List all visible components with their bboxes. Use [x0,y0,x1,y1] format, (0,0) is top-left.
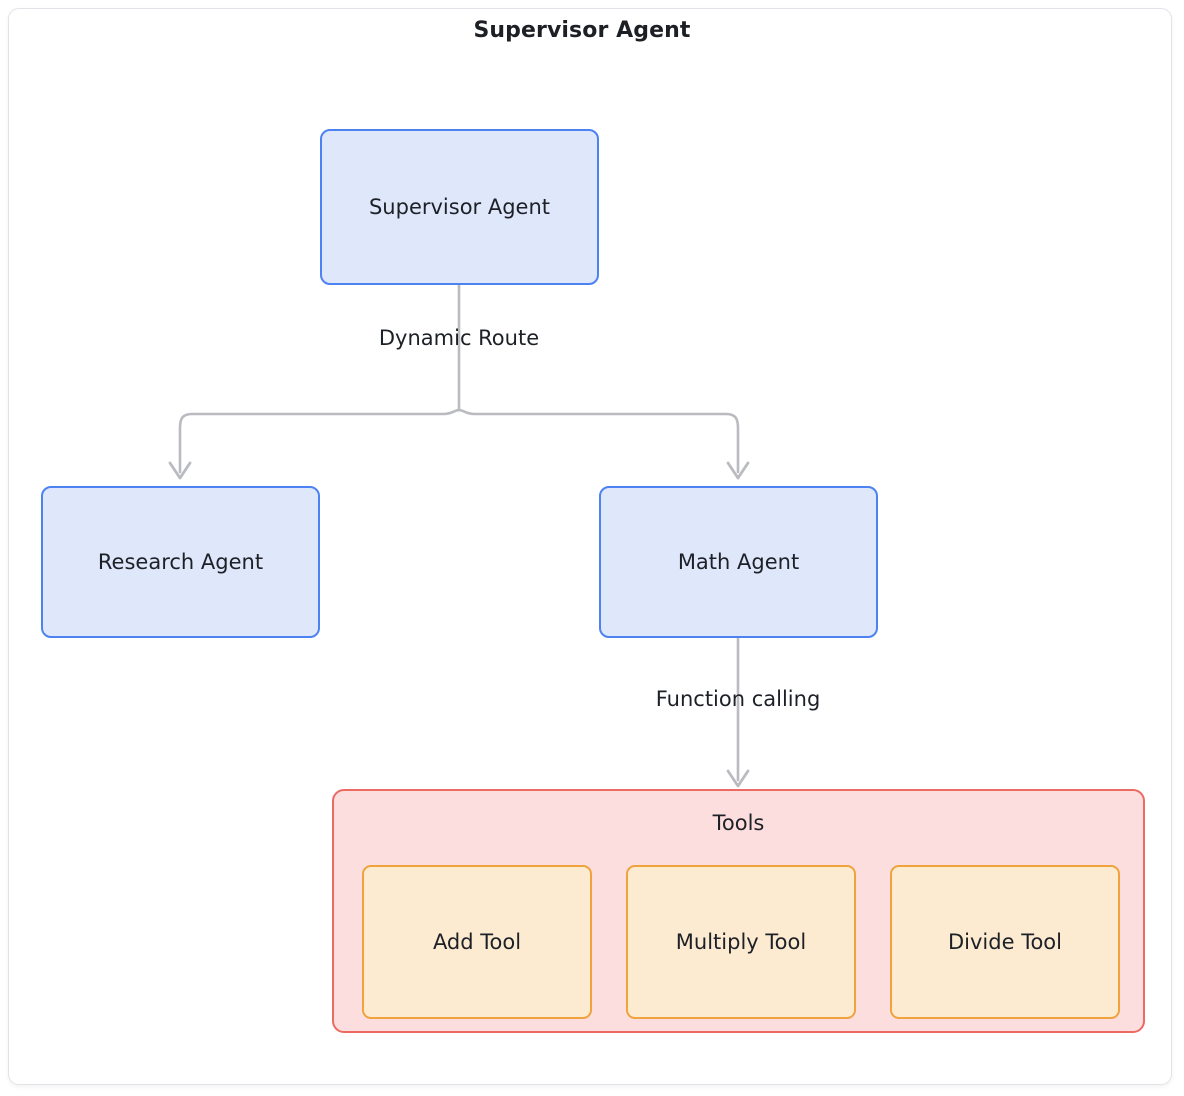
node-add-tool[interactable]: Add Tool [362,865,592,1019]
node-label: Add Tool [432,930,522,954]
node-label: Divide Tool [948,930,1062,954]
node-label: Multiply Tool [675,930,807,954]
node-multiply-tool[interactable]: Multiply Tool [626,865,856,1019]
cluster-tools-label: Tools [712,811,765,835]
node-math-agent[interactable]: Math Agent [599,486,878,638]
node-research-agent[interactable]: Research Agent [41,486,320,638]
cluster-tools: Tools Add Tool Multiply Tool Divide Tool [332,789,1145,1033]
node-divide-tool[interactable]: Divide Tool [890,865,1120,1019]
node-label: Research Agent [97,550,264,574]
edge-label-function-calling: Function calling [655,687,821,711]
node-supervisor-agent[interactable]: Supervisor Agent [320,129,599,285]
node-label: Supervisor Agent [368,195,551,219]
diagram-title: Supervisor Agent [473,18,691,43]
edge-label-dynamic-route: Dynamic Route [378,326,540,350]
node-label: Math Agent [677,550,800,574]
